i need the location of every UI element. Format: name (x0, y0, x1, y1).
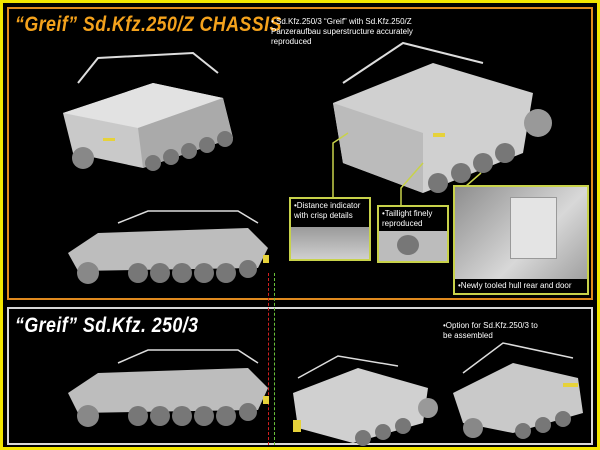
chassis-section-frame (7, 7, 593, 300)
taillight-detail-image (379, 231, 447, 261)
greif-section-title: “Greif” Sd.Kfz. 250/3 (15, 314, 199, 337)
greif-rear-view-model (293, 355, 438, 446)
vehicle-model-rear-three-quarter (333, 41, 552, 193)
alignment-guide-green (274, 273, 275, 445)
superstructure-note: • Sd.Kfz.250/3 “Greif” with Sd.Kfz.250/Z… (271, 17, 413, 46)
vehicle-model-side-view (68, 210, 269, 284)
vehicle-model-front-three-quarter (63, 51, 233, 171)
callout-distance-indicator: •Distance indicator with crisp details (289, 197, 371, 261)
callout-hull-rear-door: •Newly tooled hull rear and door (453, 185, 589, 295)
callout-taillight: •Taillight finely reproduced (377, 205, 449, 263)
alignment-guide-red (268, 273, 269, 445)
callout-label: •Taillight finely reproduced (382, 209, 433, 228)
greif-section-frame (7, 307, 593, 445)
callout-label: •Distance indicator with crisp details (294, 201, 361, 220)
hull-rear-detail-image (455, 187, 587, 279)
option-note: •Option for Sd.Kfz.250/3 to be assembled (443, 321, 538, 340)
chassis-section-title: “Greif” Sd.Kfz.250/Z CHASSIS (15, 13, 282, 36)
distance-indicator-detail-image (291, 227, 369, 259)
callout-label: •Newly tooled hull rear and door (458, 281, 572, 290)
greif-front-view-model (453, 342, 583, 439)
greif-side-view-model (68, 349, 269, 427)
